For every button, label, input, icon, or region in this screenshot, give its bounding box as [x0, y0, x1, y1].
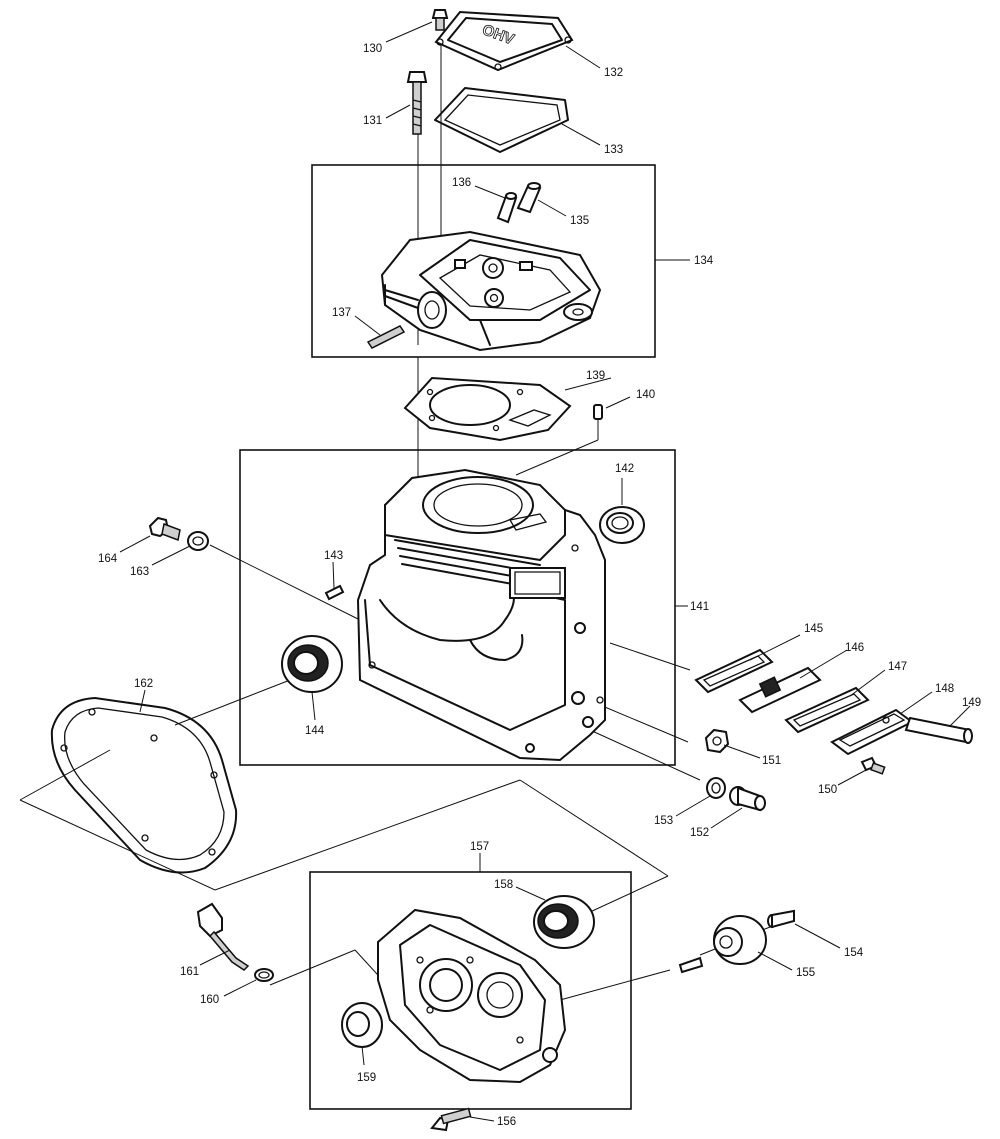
part-133-cover-gasket — [434, 87, 569, 153]
label-136: 136 — [452, 177, 471, 189]
part-136-pushrod-guide — [496, 192, 518, 224]
label-161: 161 — [180, 966, 199, 978]
label-150: 150 — [818, 784, 837, 796]
label-145: 145 — [804, 623, 823, 635]
label-157: 157 — [470, 841, 489, 853]
label-144: 144 — [305, 725, 325, 737]
part-139-head-gasket — [403, 376, 572, 442]
part-145-intake-gasket — [694, 648, 774, 694]
part-labels: 130 131 132 133 134 135 136 137 139 140 … — [98, 43, 981, 1128]
part-146-insulator — [738, 666, 822, 714]
part-152-drain-plug — [729, 786, 766, 812]
label-152: 152 — [690, 827, 709, 839]
label-151: 151 — [762, 755, 781, 767]
label-137: 137 — [332, 307, 351, 319]
label-164: 164 — [98, 553, 118, 565]
label-162: 162 — [134, 678, 153, 690]
part-137-stud — [366, 325, 406, 349]
part-154-pin — [767, 909, 795, 929]
part-159-oil-seal — [341, 1002, 383, 1048]
part-135-pushrod-guide — [516, 182, 542, 214]
label-149: 149 — [962, 697, 981, 709]
label-163: 163 — [130, 566, 149, 578]
part-148-plate — [830, 708, 914, 756]
part-151-nut — [704, 728, 730, 754]
label-153: 153 — [654, 815, 673, 827]
label-133: 133 — [604, 144, 623, 156]
part-162-cover-gasket — [50, 697, 238, 874]
label-143: 143 — [324, 550, 343, 562]
label-132: 132 — [604, 67, 623, 79]
label-160: 160 — [200, 994, 219, 1006]
label-155: 155 — [796, 967, 815, 979]
label-141: 141 — [690, 601, 709, 613]
label-154: 154 — [844, 947, 864, 959]
part-153-washer — [706, 777, 726, 799]
part-163-washer — [187, 531, 209, 551]
label-146: 146 — [845, 642, 864, 654]
label-131: 131 — [363, 115, 382, 127]
group-box-157-crankcase-cover — [309, 871, 632, 1110]
part-157-crankcase-cover — [377, 908, 567, 1084]
label-140: 140 — [636, 389, 655, 401]
part-141-crankcase — [356, 468, 606, 762]
group-box-141-crankcase — [239, 449, 676, 766]
label-148: 148 — [935, 683, 954, 695]
label-135: 135 — [570, 215, 589, 227]
part-132-rocker-cover: OHV — [434, 10, 574, 72]
label-158: 158 — [494, 879, 513, 891]
part-147-gasket — [784, 686, 870, 734]
label-159: 159 — [357, 1072, 376, 1084]
label-139: 139 — [586, 370, 605, 382]
part-142-oil-seal — [599, 506, 645, 544]
part-134-cylinder-head — [380, 230, 602, 352]
part-131-head-bolt — [406, 71, 428, 135]
label-134: 134 — [694, 255, 714, 267]
part-155-governor-gear — [678, 915, 767, 974]
part-156-bolt — [430, 1107, 472, 1132]
part-149-tube — [904, 716, 973, 744]
label-142: 142 — [615, 463, 634, 475]
part-150-bolt — [860, 756, 886, 775]
leader-lines — [119, 21, 971, 1122]
group-box-134-cylinder-head — [311, 164, 656, 358]
part-161-oil-dipstick — [196, 902, 250, 971]
part-158-bearing — [533, 895, 595, 949]
part-143-dowel-pin — [324, 584, 345, 601]
label-156: 156 — [497, 1116, 516, 1128]
part-130-cover-bolt — [431, 9, 449, 31]
part-140-dowel-pin — [593, 404, 603, 420]
part-144-bearing — [281, 635, 343, 693]
label-130: 130 — [363, 43, 382, 55]
label-147: 147 — [888, 661, 907, 673]
part-164-plug — [148, 516, 181, 542]
part-160-o-ring — [254, 968, 274, 982]
